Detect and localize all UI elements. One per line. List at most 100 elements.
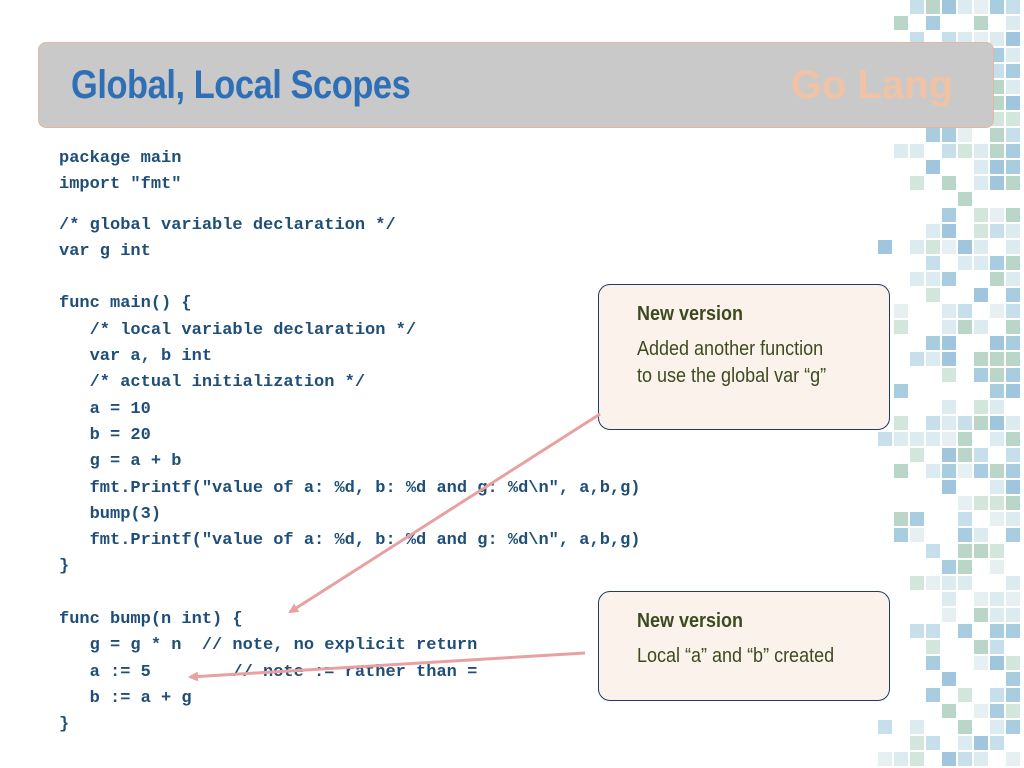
- mosaic-tile: [990, 464, 1004, 478]
- mosaic-tile: [958, 0, 972, 14]
- code-line: }: [59, 715, 70, 735]
- mosaic-tile: [990, 688, 1004, 702]
- code-line: g = a + b: [59, 452, 182, 472]
- mosaic-tile: [942, 416, 956, 430]
- mosaic-tile: [926, 624, 940, 638]
- code-line: var g int: [59, 241, 151, 261]
- mosaic-tile: [942, 432, 956, 446]
- mosaic-tile: [990, 544, 1004, 558]
- mosaic-tile: [1006, 32, 1020, 46]
- mosaic-tile: [1006, 496, 1020, 510]
- mosaic-tile: [942, 144, 956, 158]
- mosaic-tile: [1006, 464, 1020, 478]
- mosaic-tile: [942, 304, 956, 318]
- callout-local-vars: New version Local “a” and “b” created: [598, 591, 890, 701]
- code-line: fmt.Printf("value of a: %d, b: %d and g:…: [59, 531, 641, 551]
- mosaic-tile: [990, 480, 1004, 494]
- mosaic-tile: [990, 0, 1004, 14]
- mosaic-tile: [1006, 16, 1020, 30]
- mosaic-tile: [974, 640, 988, 654]
- mosaic-tile: [990, 352, 1004, 366]
- mosaic-tile: [942, 704, 956, 718]
- mosaic-tile: [990, 560, 1004, 574]
- mosaic-tile: [958, 144, 972, 158]
- mosaic-tile: [990, 128, 1004, 142]
- mosaic-tile: [1006, 272, 1020, 286]
- mosaic-tile: [990, 256, 1004, 270]
- mosaic-tile: [894, 320, 908, 334]
- mosaic-tile: [1006, 0, 1020, 14]
- mosaic-tile: [942, 576, 956, 590]
- mosaic-tile: [990, 720, 1004, 734]
- mosaic-tile: [926, 272, 940, 286]
- mosaic-tile: [942, 560, 956, 574]
- title-bar: Global, Local Scopes Go Lang: [38, 42, 994, 128]
- mosaic-tile: [942, 592, 956, 606]
- mosaic-tile: [990, 640, 1004, 654]
- brand-label: Go Lang: [790, 63, 953, 107]
- mosaic-tile: [942, 208, 956, 222]
- mosaic-tile: [1006, 64, 1020, 78]
- slide-title: Global, Local Scopes: [71, 63, 411, 107]
- mosaic-tile: [974, 368, 988, 382]
- mosaic-tile: [974, 656, 988, 670]
- mosaic-tile: [942, 240, 956, 254]
- mosaic-tile: [1006, 576, 1020, 590]
- mosaic-tile: [990, 32, 1004, 46]
- mosaic-tile: [974, 736, 988, 750]
- callout-new-function: New version Added another function to us…: [598, 284, 890, 430]
- mosaic-tile: [1006, 208, 1020, 222]
- mosaic-tile: [1006, 112, 1020, 126]
- mosaic-tile: [926, 336, 940, 350]
- mosaic-tile: [990, 416, 1004, 430]
- mosaic-tile: [1006, 752, 1020, 766]
- mosaic-tile: [958, 240, 972, 254]
- mosaic-tile: [1006, 224, 1020, 238]
- mosaic-tile: [974, 208, 988, 222]
- code-line: /* actual initialization */: [59, 373, 366, 393]
- mosaic-tile: [926, 464, 940, 478]
- mosaic-tile: [942, 320, 956, 334]
- mosaic-tile: [974, 224, 988, 238]
- mosaic-tile: [910, 528, 924, 542]
- mosaic-tile: [990, 496, 1004, 510]
- mosaic-tile: [1006, 672, 1020, 686]
- mosaic-tile: [926, 416, 940, 430]
- mosaic-tile: [974, 16, 988, 30]
- mosaic-tile: [974, 320, 988, 334]
- mosaic-tile: [894, 304, 908, 318]
- mosaic-tile: [1006, 448, 1020, 462]
- mosaic-tile: [974, 240, 988, 254]
- mosaic-tile: [974, 416, 988, 430]
- mosaic-tile: [990, 144, 1004, 158]
- mosaic-tile: [878, 240, 892, 254]
- code-line: bump(3): [59, 504, 162, 524]
- mosaic-tile: [958, 752, 972, 766]
- mosaic-tile: [974, 544, 988, 558]
- code-line: [59, 265, 641, 291]
- mosaic-tile: [990, 432, 1004, 446]
- mosaic-tile: [926, 224, 940, 238]
- mosaic-tile: [1006, 720, 1020, 734]
- mosaic-tile: [926, 544, 940, 558]
- mosaic-tile: [1006, 160, 1020, 174]
- mosaic-tile: [990, 704, 1004, 718]
- callout-body-line: Local “a” and “b” created: [637, 645, 835, 667]
- mosaic-tile: [974, 256, 988, 270]
- mosaic-tile: [910, 752, 924, 766]
- mosaic-tile: [974, 528, 988, 542]
- mosaic-tile: [958, 512, 972, 526]
- mosaic-tile: [1006, 96, 1020, 110]
- mosaic-tile: [942, 224, 956, 238]
- mosaic-tile: [926, 288, 940, 302]
- mosaic-tile: [958, 192, 972, 206]
- mosaic-tile: [926, 640, 940, 654]
- mosaic-tile: [926, 240, 940, 254]
- mosaic-tile: [1006, 608, 1020, 622]
- callout-body: Local “a” and “b” created: [637, 643, 864, 670]
- mosaic-tile: [1006, 48, 1020, 62]
- mosaic-tile: [1006, 256, 1020, 270]
- mosaic-tile: [974, 464, 988, 478]
- mosaic-tile: [1006, 320, 1020, 334]
- mosaic-tile: [894, 512, 908, 526]
